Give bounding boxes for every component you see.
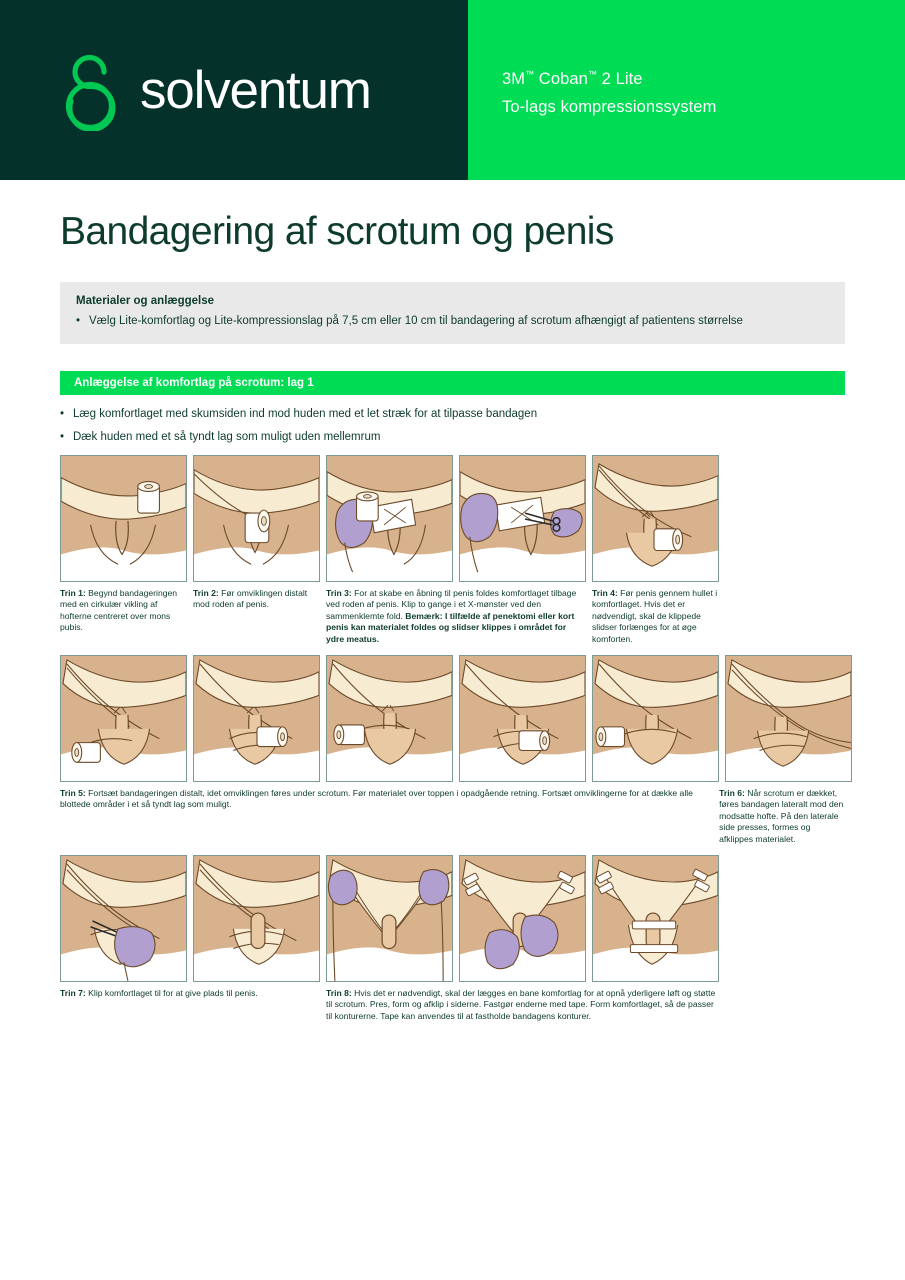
bullet-marker-icon: • [60, 408, 65, 420]
product-subtitle-line: To-lags kompressionssystem [502, 97, 717, 116]
materials-bullet-item: • Vælg Lite-komfortlag og Lite-kompressi… [76, 314, 829, 329]
caption-step-5-label: Trin 5: [60, 788, 86, 799]
illustration-panel-step4 [592, 455, 719, 582]
illustration-panel-step5b [193, 655, 320, 783]
page-body: Bandagering af scrotum og penis Material… [0, 210, 905, 1022]
illustration-panel-step2 [193, 455, 320, 582]
caption-step-7-label: Trin 7: [60, 988, 86, 999]
materials-box: Materialer og anlæggelse • Vælg Lite-kom… [60, 282, 845, 344]
illustration-panel-step7a [60, 855, 187, 983]
caption-step-2-text: Før omviklingen distalt mod roden af pen… [193, 588, 308, 610]
figure-row-2-panels [60, 655, 852, 783]
caption-step-5-text: Fortsæt bandageringen distalt, idet omvi… [60, 788, 693, 810]
illustration-panel-step3b [459, 455, 586, 582]
page-header: solventum 3M™ Coban™ 2 Lite To-lags komp… [0, 0, 905, 180]
caption-step-6-label: Trin 6: [719, 788, 745, 799]
header-product-block: 3M™ Coban™ 2 Lite To-lags kompressionssy… [468, 0, 905, 180]
logo-wordmark: solventum [140, 60, 372, 120]
caption-step-7: Trin 7: Klip komfortlaget til for at giv… [60, 988, 320, 1022]
caption-step-3-text: For at skabe en åbning til penis foldes … [326, 588, 577, 621]
illustration-panel-step3 [326, 455, 453, 582]
header-brand-block: solventum [0, 0, 468, 180]
caption-step-8-text: Hvis det er nødvendigt, skal der lægges … [326, 988, 716, 1021]
caption-step-5: Trin 5: Fortsæt bandageringen distalt, i… [60, 788, 713, 845]
figure-row-1-captions: Trin 1: Begynd bandageringen med en cirk… [60, 588, 845, 645]
illustration-panel-step5e [592, 655, 719, 783]
caption-step-6: Trin 6: Når scrotum er dækket, føres ban… [719, 788, 845, 845]
caption-step-8: Trin 8: Hvis det er nødvendigt, skal der… [326, 988, 719, 1022]
bullet-marker-icon: • [76, 315, 81, 327]
figure-row-3-panels [60, 855, 845, 983]
illustration-panel-step6 [725, 655, 852, 783]
section-bullet-item: • Dæk huden med et så tyndt lag som muli… [60, 430, 845, 445]
illustration-panel-step8c [592, 855, 719, 983]
figure-row-1: Trin 1: Begynd bandageringen med en cirk… [60, 455, 845, 645]
caption-step-2-label: Trin 2: [193, 588, 219, 598]
page-title: Bandagering af scrotum og penis [60, 210, 614, 253]
caption-step-3-note: Bemærk: I tilfælde af penektomi eller ko… [326, 610, 575, 644]
caption-step-1-text: Begynd bandageringen med en cirkulær vik… [60, 588, 178, 633]
caption-step-4: Trin 4: Før penis gennem hullet i komfor… [592, 588, 719, 645]
product-name-line: 3M™ Coban™ 2 Lite [502, 60, 905, 93]
illustration-panel-step1 [60, 455, 187, 582]
materials-bullet-text: Vælg Lite-komfortlag og Lite-kompression… [89, 315, 743, 327]
caption-step-3: Trin 3: For at skabe en åbning til penis… [326, 588, 586, 645]
section-bullet-list: • Læg komfortlaget med skumsiden ind mod… [60, 407, 845, 445]
figure-row-3: Trin 7: Klip komfortlaget til for at giv… [60, 855, 845, 1022]
figure-row-1-panels [60, 455, 845, 582]
logo: solventum [0, 49, 372, 131]
caption-step-2: Trin 2: Før omviklingen distalt mod rode… [193, 588, 320, 645]
brand-3m: 3M [502, 69, 526, 88]
illustration-panel-step8b [459, 855, 586, 983]
figure-row-3-captions: Trin 7: Klip komfortlaget til for at giv… [60, 988, 845, 1022]
section-bullet-text: Dæk huden med et så tyndt lag som muligt… [73, 431, 381, 443]
caption-step-1-label: Trin 1: [60, 588, 86, 598]
caption-step-7-text: Klip komfortlaget til for at give plads … [85, 988, 258, 999]
illustration-panel-step5c [326, 655, 453, 783]
tm-symbol-1: ™ [525, 68, 535, 79]
illustration-panel-step7b [193, 855, 320, 983]
caption-step-8-label: Trin 8: [326, 988, 352, 999]
section-header-bar: Anlæggelse af komfortlag på scrotum: lag… [60, 371, 845, 395]
brand-coban: Coban [534, 69, 588, 88]
illustration-panel-step8a [326, 855, 453, 983]
caption-step-3-label: Trin 3: [326, 588, 352, 598]
section-bullet-item: • Læg komfortlaget med skumsiden ind mod… [60, 407, 845, 422]
caption-step-1: Trin 1: Begynd bandageringen med en cirk… [60, 588, 187, 645]
illustration-panel-step5a [60, 655, 187, 783]
figure-row-2-captions: Trin 5: Fortsæt bandageringen distalt, i… [60, 788, 845, 845]
caption-step-6-text: Når scrotum er dækket, føres bandagen la… [719, 788, 844, 844]
caption-step-4-text: Før penis gennem hullet i komfortlaget. … [592, 588, 718, 644]
caption-step-4-label: Trin 4: [592, 588, 618, 598]
illustration-panel-step5d [459, 655, 586, 783]
bullet-marker-icon: • [60, 431, 65, 443]
solventum-infinity-logo-icon [65, 54, 116, 131]
materials-heading: Materialer og anlæggelse [76, 295, 215, 307]
figure-row-2: Trin 5: Fortsæt bandageringen distalt, i… [60, 655, 852, 845]
section-bullet-text: Læg komfortlaget med skumsiden ind mod h… [73, 408, 538, 420]
tm-symbol-2: ™ [587, 68, 597, 79]
brand-variant: 2 Lite [596, 69, 643, 88]
